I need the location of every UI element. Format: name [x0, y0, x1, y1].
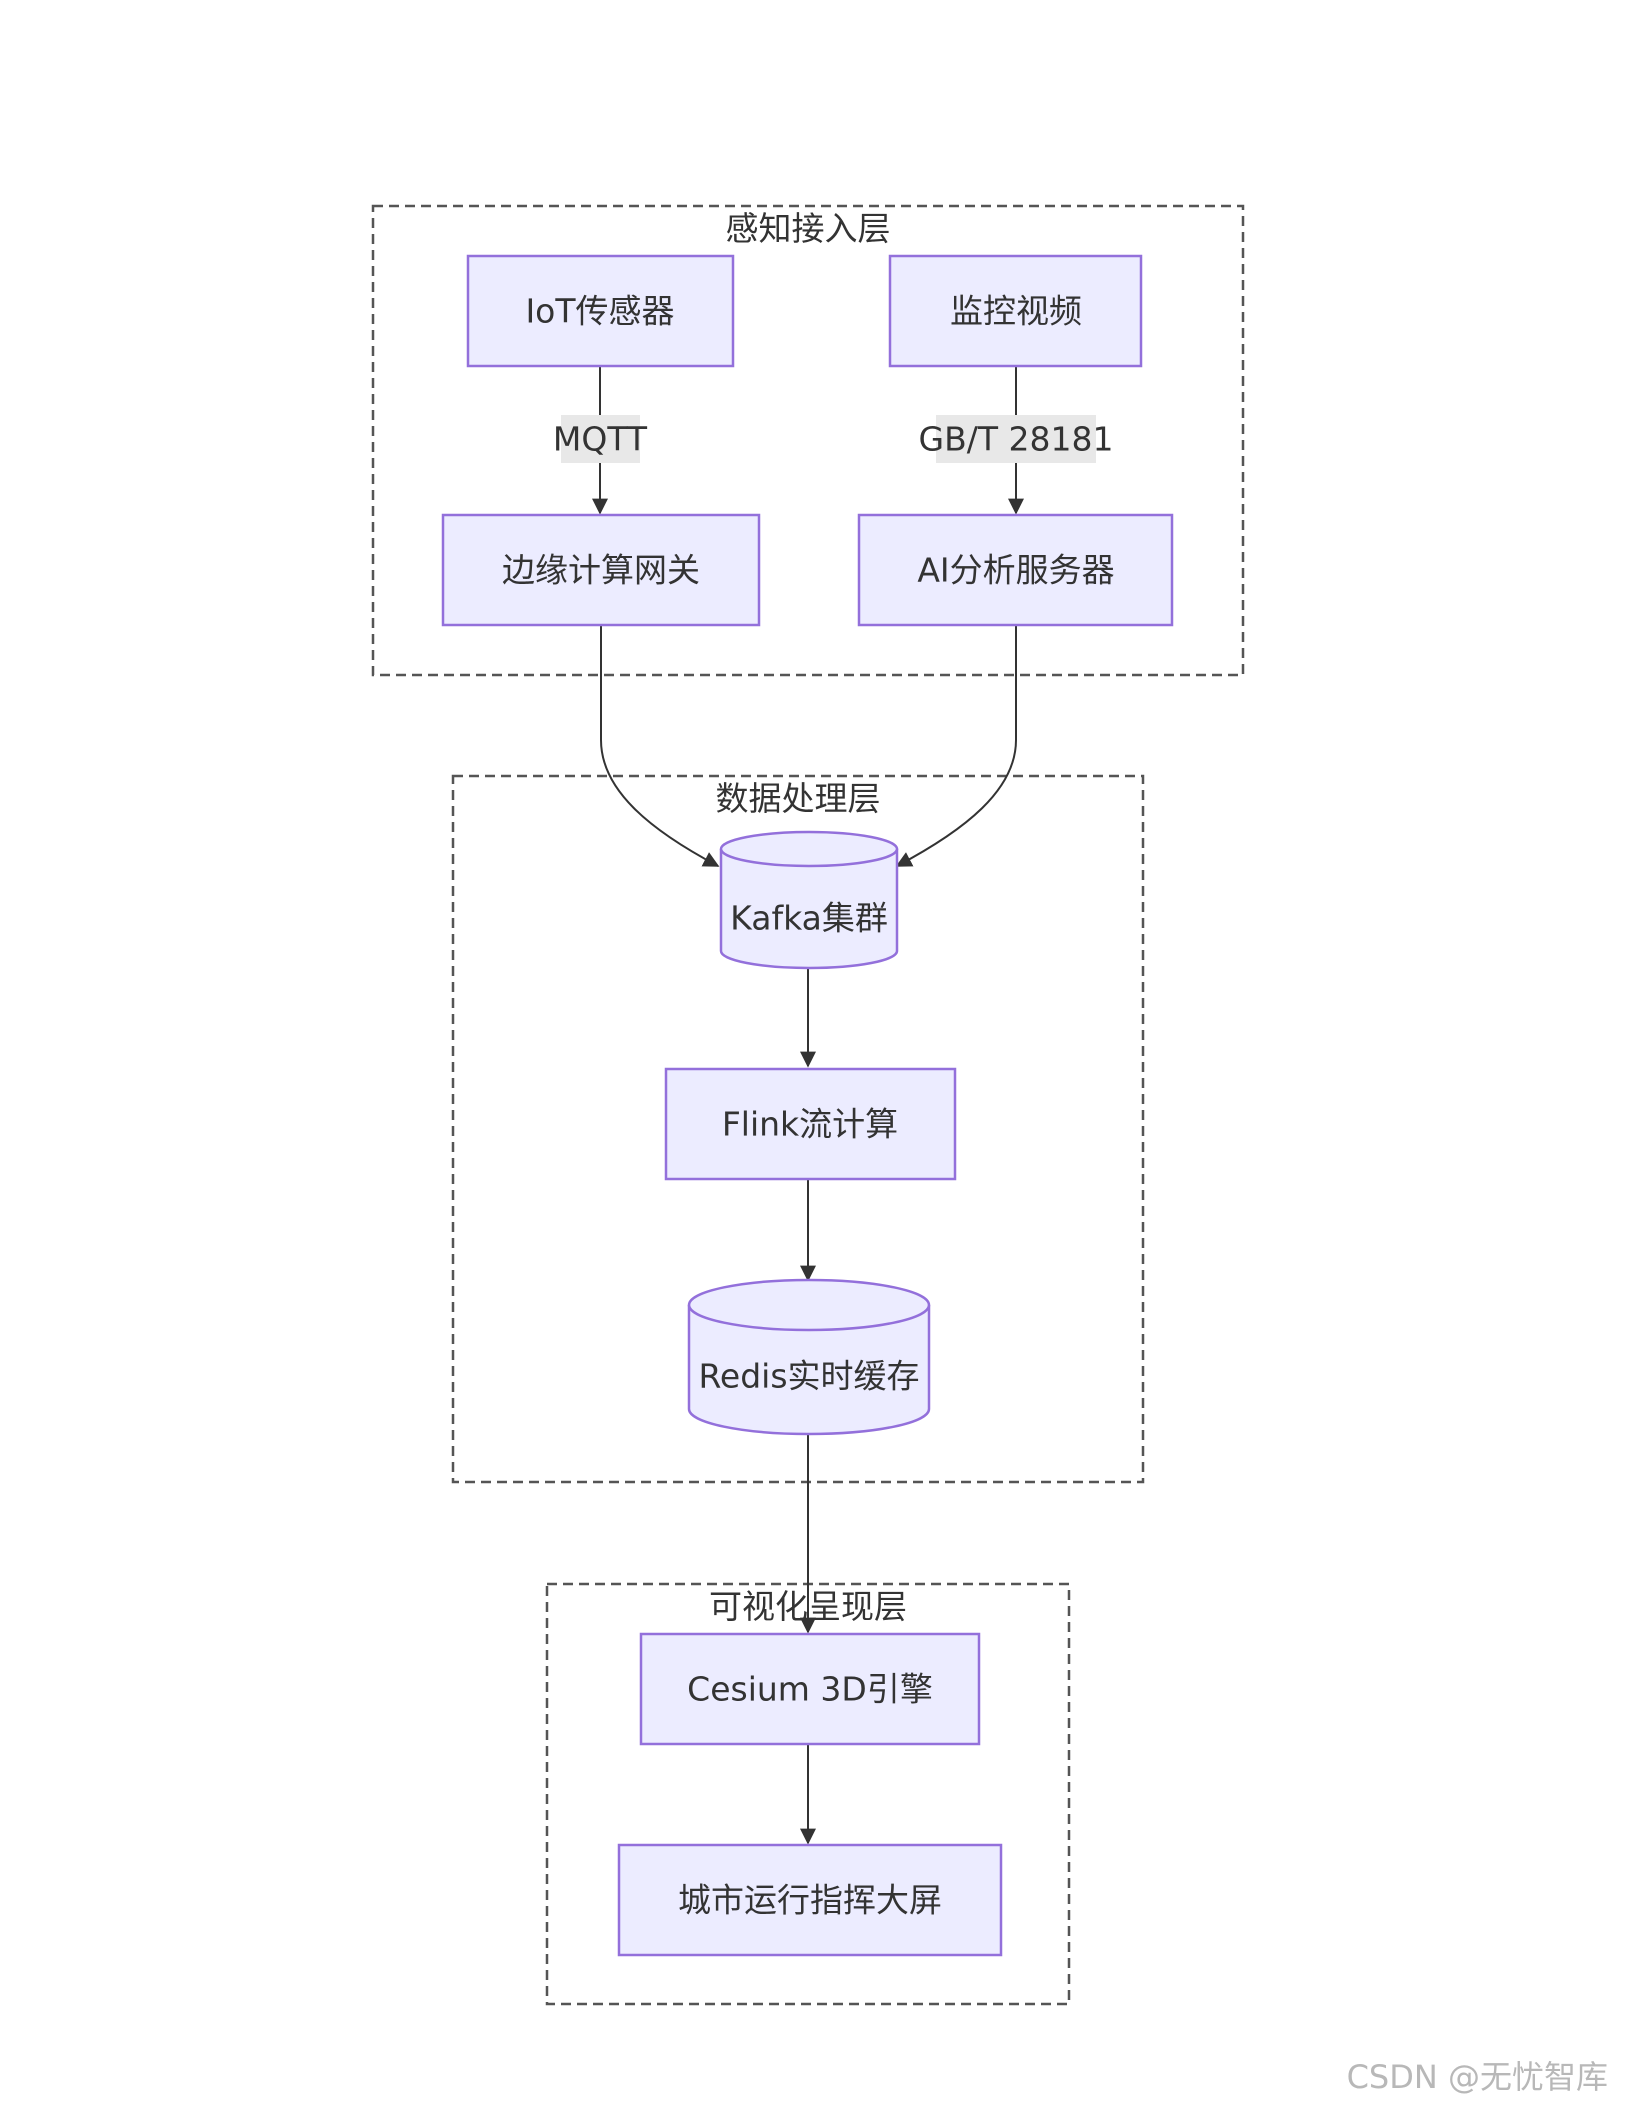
edge-label-mqtt-text: MQTT [553, 420, 648, 459]
group-perception: 感知接入层 [371, 204, 1245, 677]
edge-label-gbt: GB/T 28181 [919, 415, 1114, 463]
watermark: CSDN @无忧智库 [1346, 2058, 1608, 2096]
node-command-screen-label: 城市运行指挥大屏 [678, 1881, 942, 1920]
node-cesium-engine-box [639, 1632, 981, 1746]
node-iot-sensor-label: IoT传感器 [525, 292, 674, 331]
edges [592, 366, 1024, 1845]
node-command-screen: 城市运行指挥大屏 [617, 1843, 1003, 1957]
group-processing-box [451, 774, 1145, 1484]
node-kafka-cluster-body [719, 830, 899, 970]
node-kafka-cluster-label: Kafka集群 [730, 899, 888, 938]
node-video-monitor-box [888, 254, 1143, 368]
node-kafka-cluster-top [719, 848, 899, 868]
node-cesium-engine-label: Cesium 3D引擎 [687, 1670, 933, 1709]
node-flink-label: Flink流计算 [722, 1105, 898, 1144]
edge-label-gbt-text: GB/T 28181 [919, 420, 1114, 459]
group-perception-title: 感知接入层 [726, 209, 891, 248]
node-redis-cache: Redis实时缓存 [687, 1278, 931, 1436]
node-flink-box [664, 1067, 957, 1181]
group-processing-title: 数据处理层 [716, 779, 881, 818]
node-edge-gateway-label: 边缘计算网关 [502, 551, 700, 590]
node-ai-server: AI分析服务器 [857, 513, 1174, 627]
node-ai-server-box [857, 513, 1174, 627]
node-kafka-cluster: Kafka集群 [719, 830, 899, 970]
node-redis-cache-top [687, 1304, 931, 1332]
node-edge-gateway: 边缘计算网关 [441, 513, 761, 627]
group-processing: 数据处理层 [451, 774, 1145, 1484]
node-video-monitor-label: 监控视频 [950, 292, 1082, 331]
node-flink: Flink流计算 [664, 1067, 957, 1181]
node-iot-sensor: IoT传感器 [466, 254, 735, 368]
group-perception-box [371, 204, 1245, 677]
node-video-monitor: 监控视频 [888, 254, 1143, 368]
node-iot-sensor-box [466, 254, 735, 368]
edge-ai-to-kafka [895, 625, 1017, 867]
edge-label-mqtt-bg [561, 415, 640, 463]
node-edge-gateway-box [441, 513, 761, 627]
node-redis-cache-label: Redis实时缓存 [698, 1357, 919, 1396]
node-cesium-engine: Cesium 3D引擎 [639, 1632, 981, 1746]
edge-label-gbt-bg [936, 415, 1096, 463]
node-command-screen-box [617, 1843, 1003, 1957]
node-ai-server-label: AI分析服务器 [917, 551, 1114, 590]
edge-gateway-to-kafka [600, 625, 720, 867]
edge-label-mqtt: MQTT [553, 415, 648, 463]
